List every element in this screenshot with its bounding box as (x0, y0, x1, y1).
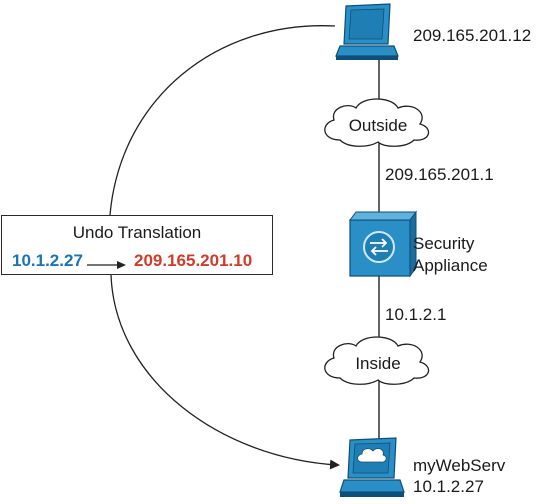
flow-arc-lower (110, 274, 340, 470)
security-appliance-icon (349, 210, 417, 278)
web-server-name: myWebServ (413, 456, 506, 475)
inside-cloud-label: Inside (355, 354, 401, 373)
flow-arc-upper (109, 25, 336, 216)
outside-computer-icon (335, 3, 399, 60)
translation-arrow-icon (87, 261, 126, 269)
undo-translation-title: Undo Translation (72, 223, 202, 242)
translated-ip: 209.165.201.10 (134, 251, 253, 270)
inside-interface-ip: 10.1.2.1 (385, 305, 447, 324)
source-ip: 10.1.2.27 (12, 251, 83, 270)
outside-cloud-label: Outside (348, 116, 408, 135)
inside-cloud-icon (324, 336, 430, 385)
outside-cloud-icon (324, 98, 430, 147)
security-appliance-label-line1: Security (413, 234, 475, 253)
security-appliance-label-line2: Appliance (413, 256, 488, 275)
undo-translation-box: Undo Translation 10.1.2.27 209.165.201.1… (1, 215, 273, 275)
outside-interface-ip: 209.165.201.1 (385, 165, 494, 184)
web-server-icon (339, 437, 405, 497)
web-server-ip: 10.1.2.27 (413, 477, 484, 496)
outside-host-ip: 209.165.201.12 (413, 26, 532, 45)
